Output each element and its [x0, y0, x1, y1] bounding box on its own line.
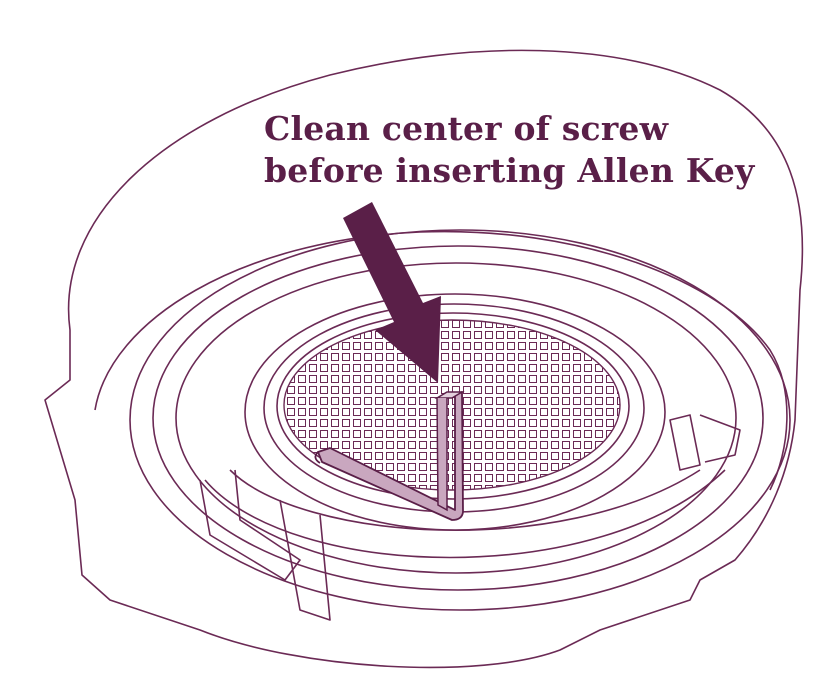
ring-6 [276, 312, 630, 500]
allen-key-icon [314, 391, 465, 521]
ring-3 [175, 262, 737, 574]
inner-rim [94, 230, 788, 491]
callout-text: Clean center of screw before inserting A… [264, 108, 754, 192]
filter-mesh [283, 319, 621, 491]
bayonet-lug-right [669, 414, 741, 471]
callout-line-1: Clean center of screw [264, 109, 669, 148]
arrow-icon [343, 202, 441, 383]
inner-wall [229, 469, 701, 532]
ring-2 [152, 245, 764, 591]
bayonet-lug-bottom-left [279, 499, 331, 621]
callout-line-2: before inserting Allen Key [264, 151, 755, 190]
ring-outer [129, 229, 791, 611]
housing-outline [44, 49, 804, 669]
outer-shell [44, 49, 804, 669]
inner-wall-2 [204, 469, 726, 559]
